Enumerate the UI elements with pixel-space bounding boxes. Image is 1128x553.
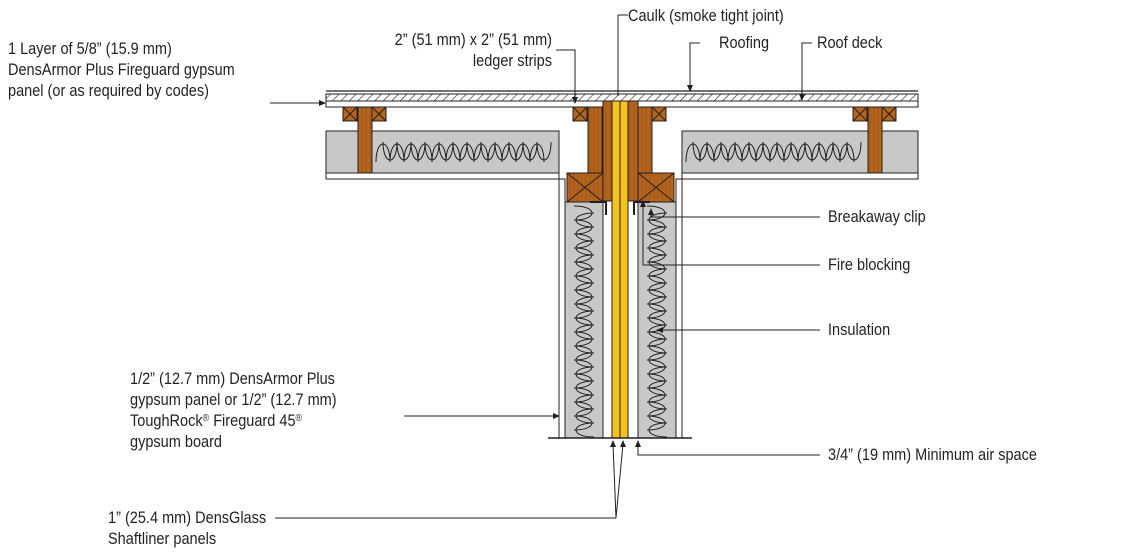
insulation-text: Insulation [828, 321, 891, 339]
caulk-label: Caulk (smoke tight joint) [628, 6, 784, 27]
insulation-coil [685, 141, 862, 163]
fireguard-45-text: Fireguard 45 [213, 412, 296, 430]
insulation-coil [646, 205, 668, 438]
caulk-text: Caulk (smoke tight joint) [628, 7, 784, 25]
roof-deck-label: Roof deck [817, 33, 882, 54]
ledger-cross [371, 106, 387, 122]
air-space-label: 3/4” (19 mm) Minimum air space [828, 445, 1037, 466]
fire-blocking-label: Fire blocking [828, 255, 910, 276]
air-space-text: 3/4” (19 mm) Minimum air space [828, 446, 1037, 464]
ledger-cross [852, 106, 868, 122]
gypsum-panel-top-label: 1 Layer of 5/8” (15.9 mm) DensArmor Plus… [8, 39, 235, 102]
ledger-cross [651, 106, 667, 122]
caulk-leader-tick [618, 14, 628, 16]
wall-panel-label: 1/2” (12.7 mm) DensArmor Plus gypsum pan… [130, 369, 337, 453]
breakaway-clip-label: Breakaway clip [828, 207, 926, 228]
party-wall [326, 100, 918, 439]
wall-panel-line-4: gypsum board [130, 433, 223, 451]
breakaway-clip-text: Breakaway clip [828, 208, 926, 226]
ledger-cross [342, 106, 358, 122]
wall-panel-line-1: 1/2” (12.7 mm) DensArmor Plus [130, 370, 335, 388]
insulation-coil [573, 205, 595, 438]
wall-panel-line-2: gypsum panel or 1/2” (12.7 mm) [130, 391, 337, 409]
insulation-coil [375, 141, 552, 163]
roofing-text: Roofing [719, 34, 770, 52]
gypsum-panel-top-line-3: panel (or as required by codes) [8, 82, 209, 100]
shaftliner-label: 1” (25.4 mm) DensGlass Shaftliner panels [108, 508, 266, 550]
toughrock-text: ToughRock [130, 412, 203, 430]
gypsum-panel-top-line-2: DensArmor Plus Fireguard gypsum [8, 61, 235, 79]
ledger-strips-top [342, 106, 897, 122]
roof-deck-text: Roof deck [817, 34, 883, 52]
ledger-cross [881, 106, 897, 122]
roof-joists [357, 106, 883, 174]
registered-mark-2: ® [295, 413, 303, 424]
wall-panel-line-3: ToughRock® Fireguard 45® [130, 411, 337, 432]
registered-mark-1: ® [202, 413, 210, 424]
ledger-strips-line-2: ledger strips [472, 52, 552, 70]
ledger-strips-line-1: 2” (51 mm) x 2” (51 mm) [394, 31, 552, 49]
shaftliner-line-1: 1” (25.4 mm) DensGlass [108, 509, 267, 527]
roofing-layer [325, 90, 919, 102]
ledger-strips-label: 2” (51 mm) x 2” (51 mm) ledger strips [367, 30, 552, 72]
shaftliner-line-2: Shaftliner panels [108, 530, 217, 548]
ledger-cross [572, 106, 588, 122]
gypsum-panel-top-line-1: 1 Layer of 5/8” (15.9 mm) [8, 40, 172, 58]
leader-lines [270, 15, 820, 519]
insulation-label: Insulation [828, 320, 890, 341]
fire-blocking-text: Fire blocking [828, 256, 911, 274]
roofing-label: Roofing [719, 33, 769, 54]
